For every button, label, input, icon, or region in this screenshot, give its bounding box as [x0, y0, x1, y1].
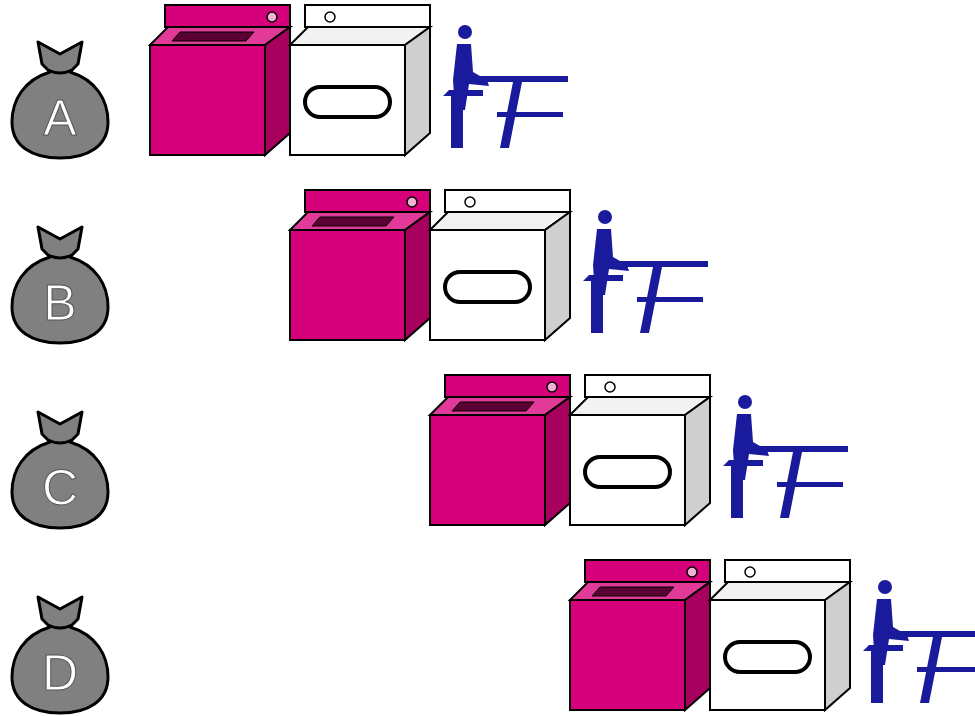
laundry-load: A	[8, 38, 112, 162]
wash-dry-fold-stage	[430, 375, 848, 525]
wash-dry-fold-stage	[150, 5, 568, 155]
wash-dry-fold-stage	[570, 560, 975, 710]
load-letter: D	[8, 645, 112, 701]
load-letter: A	[8, 90, 112, 146]
laundry-load: C	[8, 408, 112, 532]
load-letter: B	[8, 275, 112, 331]
laundry-load: B	[8, 223, 112, 347]
laundry-load: D	[8, 593, 112, 716]
wash-dry-fold-stage	[290, 190, 708, 340]
load-letter: C	[8, 460, 112, 516]
